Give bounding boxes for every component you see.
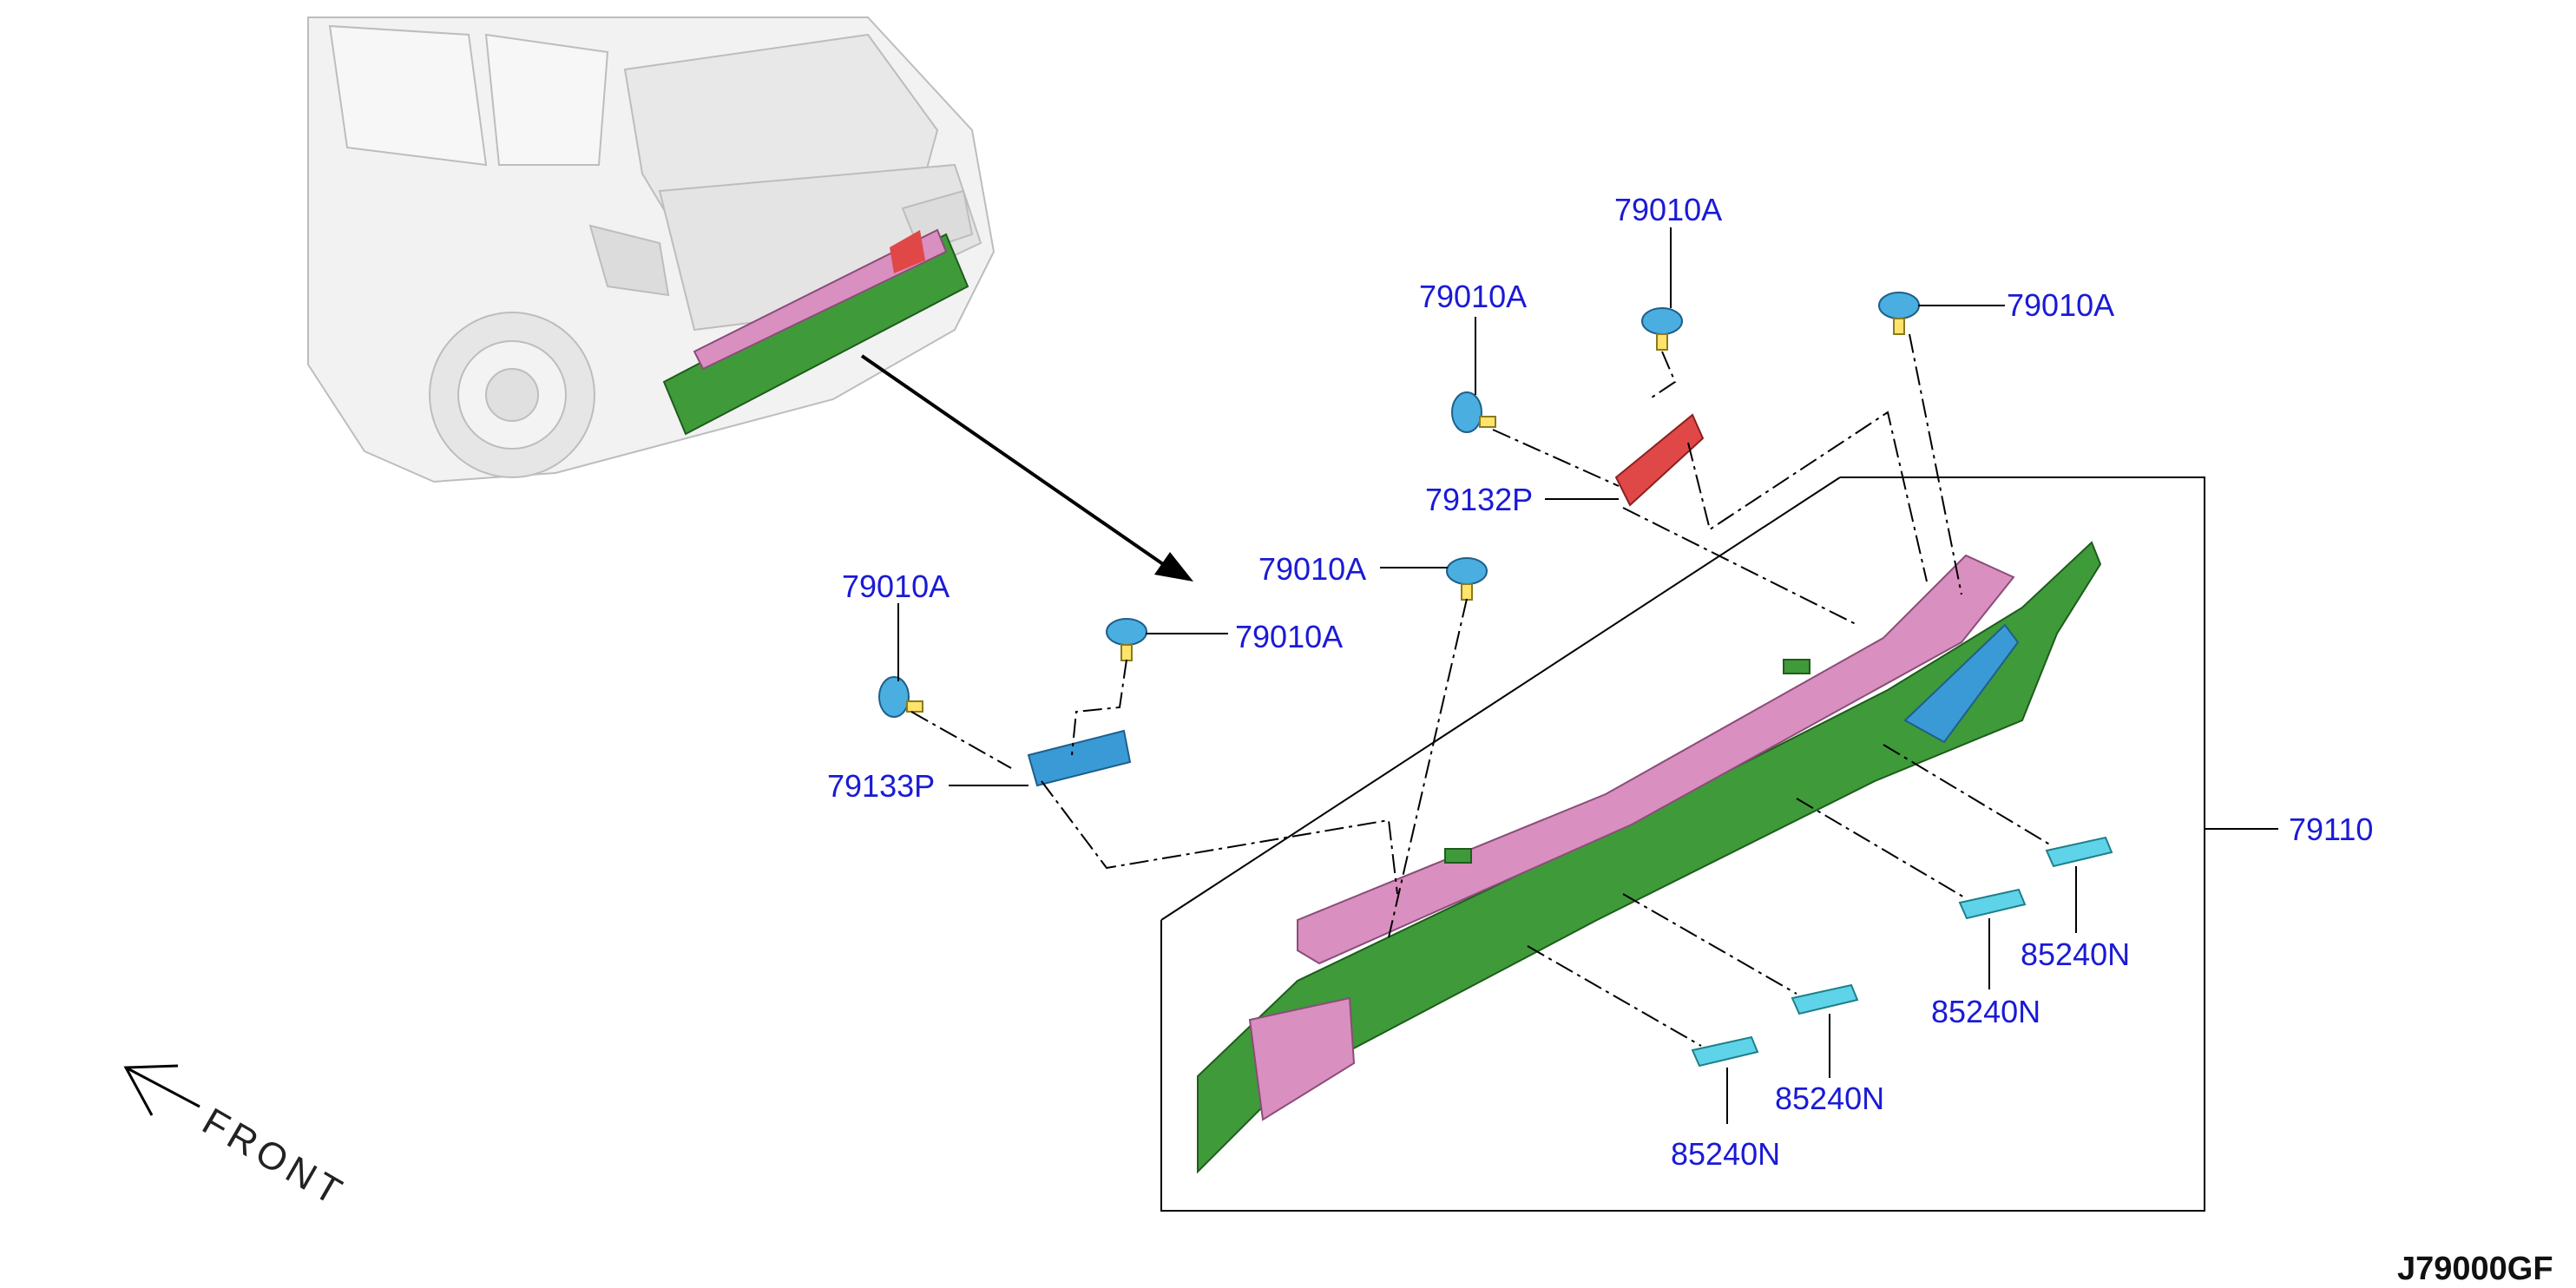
front-arrow-icon [123, 1064, 200, 1116]
callout-clip-1: 85240N [1671, 1136, 1781, 1172]
bracket-right-79132p [1614, 413, 1705, 507]
rear-panel-assembly [1197, 541, 2102, 1174]
callout-bracket-right: 79132P [1425, 482, 1534, 517]
callout-bolt-left-side: 79010A [842, 568, 950, 604]
callout-clip-3: 85240N [1931, 994, 2041, 1029]
detail-frame [1160, 476, 2205, 1212]
clip-icon [1691, 836, 2113, 1068]
installation-guide-lines [910, 333, 2054, 1047]
callout-bracket-left: 79133P [827, 768, 936, 804]
callout-bolt-left-top: 79010A [1235, 619, 1344, 654]
detail-arrow [860, 354, 1193, 582]
vehicle-rear-panel-preview [662, 228, 969, 436]
callout-rear-panel-assembly: 79110 [2289, 812, 2374, 847]
detail-frame-diagonal [1160, 476, 1841, 921]
callout-bolt-right-left: 79010A [1419, 279, 1528, 314]
callout-clip-2: 85240N [1775, 1081, 1885, 1116]
leader-lines [897, 227, 2278, 1124]
callout-bolt-center: 79010A [1258, 551, 1367, 587]
diagram-id: J79000GF [2397, 1251, 2553, 1287]
callout-clip-4: 85240N [2021, 936, 2131, 972]
bolt-shank-icon [906, 318, 1905, 713]
bolt-icon [878, 292, 1920, 718]
callout-bolt-right-top: 79010A [1614, 192, 1723, 227]
bracket-left-79133p [1027, 729, 1132, 787]
callout-bolt-far-right: 79010A [2007, 287, 2115, 323]
